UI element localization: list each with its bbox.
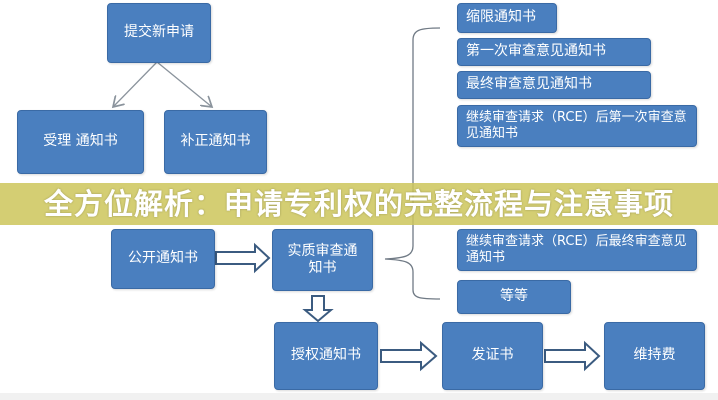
office-action-label: 继续审查请求（RCE）后最终审查意见通知书 <box>466 233 687 265</box>
node-maintenance-fee: 维持费 <box>604 322 705 390</box>
office-action-label: 缩限通知书 <box>466 9 536 26</box>
office-action-first: 第一次审查意见通知书 <box>457 38 651 66</box>
office-action-rce-final: 继续审查请求（RCE）后最终审查意见通知书 <box>457 229 697 271</box>
node-acceptance-label: 受理 通知书 <box>43 133 118 150</box>
node-grant-label: 授权通知书 <box>291 347 361 364</box>
bottom-strip <box>0 393 718 400</box>
node-certificate-label: 发证书 <box>471 347 514 364</box>
block-arrow-grant-to-certificate <box>380 340 438 372</box>
office-action-label: 最终审查意见通知书 <box>466 76 592 93</box>
split-arrow-right <box>156 61 212 107</box>
split-arrow-left <box>113 61 158 107</box>
node-submit-label: 提交新申请 <box>124 24 194 41</box>
node-acceptance-notice: 受理 通知书 <box>17 110 144 174</box>
node-publication-notice: 公开通知书 <box>111 229 215 289</box>
office-action-label: 第一次审查意见通知书 <box>466 43 606 60</box>
node-publication-label: 公开通知书 <box>128 250 198 267</box>
block-arrow-publication-to-substantive <box>215 242 271 274</box>
node-correction-label: 补正通知书 <box>180 133 251 150</box>
office-action-restriction: 缩限通知书 <box>457 3 557 33</box>
office-action-final: 最终审查意见通知书 <box>457 71 651 99</box>
office-action-etc: 等等 <box>457 280 571 314</box>
node-substantive-exam-notice: 实质审查通知书 <box>272 229 373 291</box>
title-banner: 全方位解析：申请专利权的完整流程与注意事项 <box>0 183 718 225</box>
node-maintenance-label: 维持费 <box>633 347 676 364</box>
node-grant-notice: 授权通知书 <box>274 322 378 390</box>
node-substantive-label: 实质审查通知书 <box>287 242 358 277</box>
node-certificate: 发证书 <box>442 322 543 390</box>
block-arrow-certificate-to-maintenance <box>544 340 601 372</box>
block-arrow-substantive-to-grant <box>302 295 334 323</box>
office-action-label: 等等 <box>500 288 528 305</box>
banner-title: 全方位解析：申请专利权的完整流程与注意事项 <box>43 186 674 221</box>
office-actions-bracket <box>384 27 441 300</box>
office-action-rce-first: 继续审查请求（RCE）后第一次审查意见通知书 <box>457 105 697 147</box>
office-action-label: 继续审查请求（RCE）后第一次审查意见通知书 <box>466 109 687 141</box>
node-correction-notice: 补正通知书 <box>164 110 267 174</box>
node-submit-application: 提交新申请 <box>107 3 211 63</box>
